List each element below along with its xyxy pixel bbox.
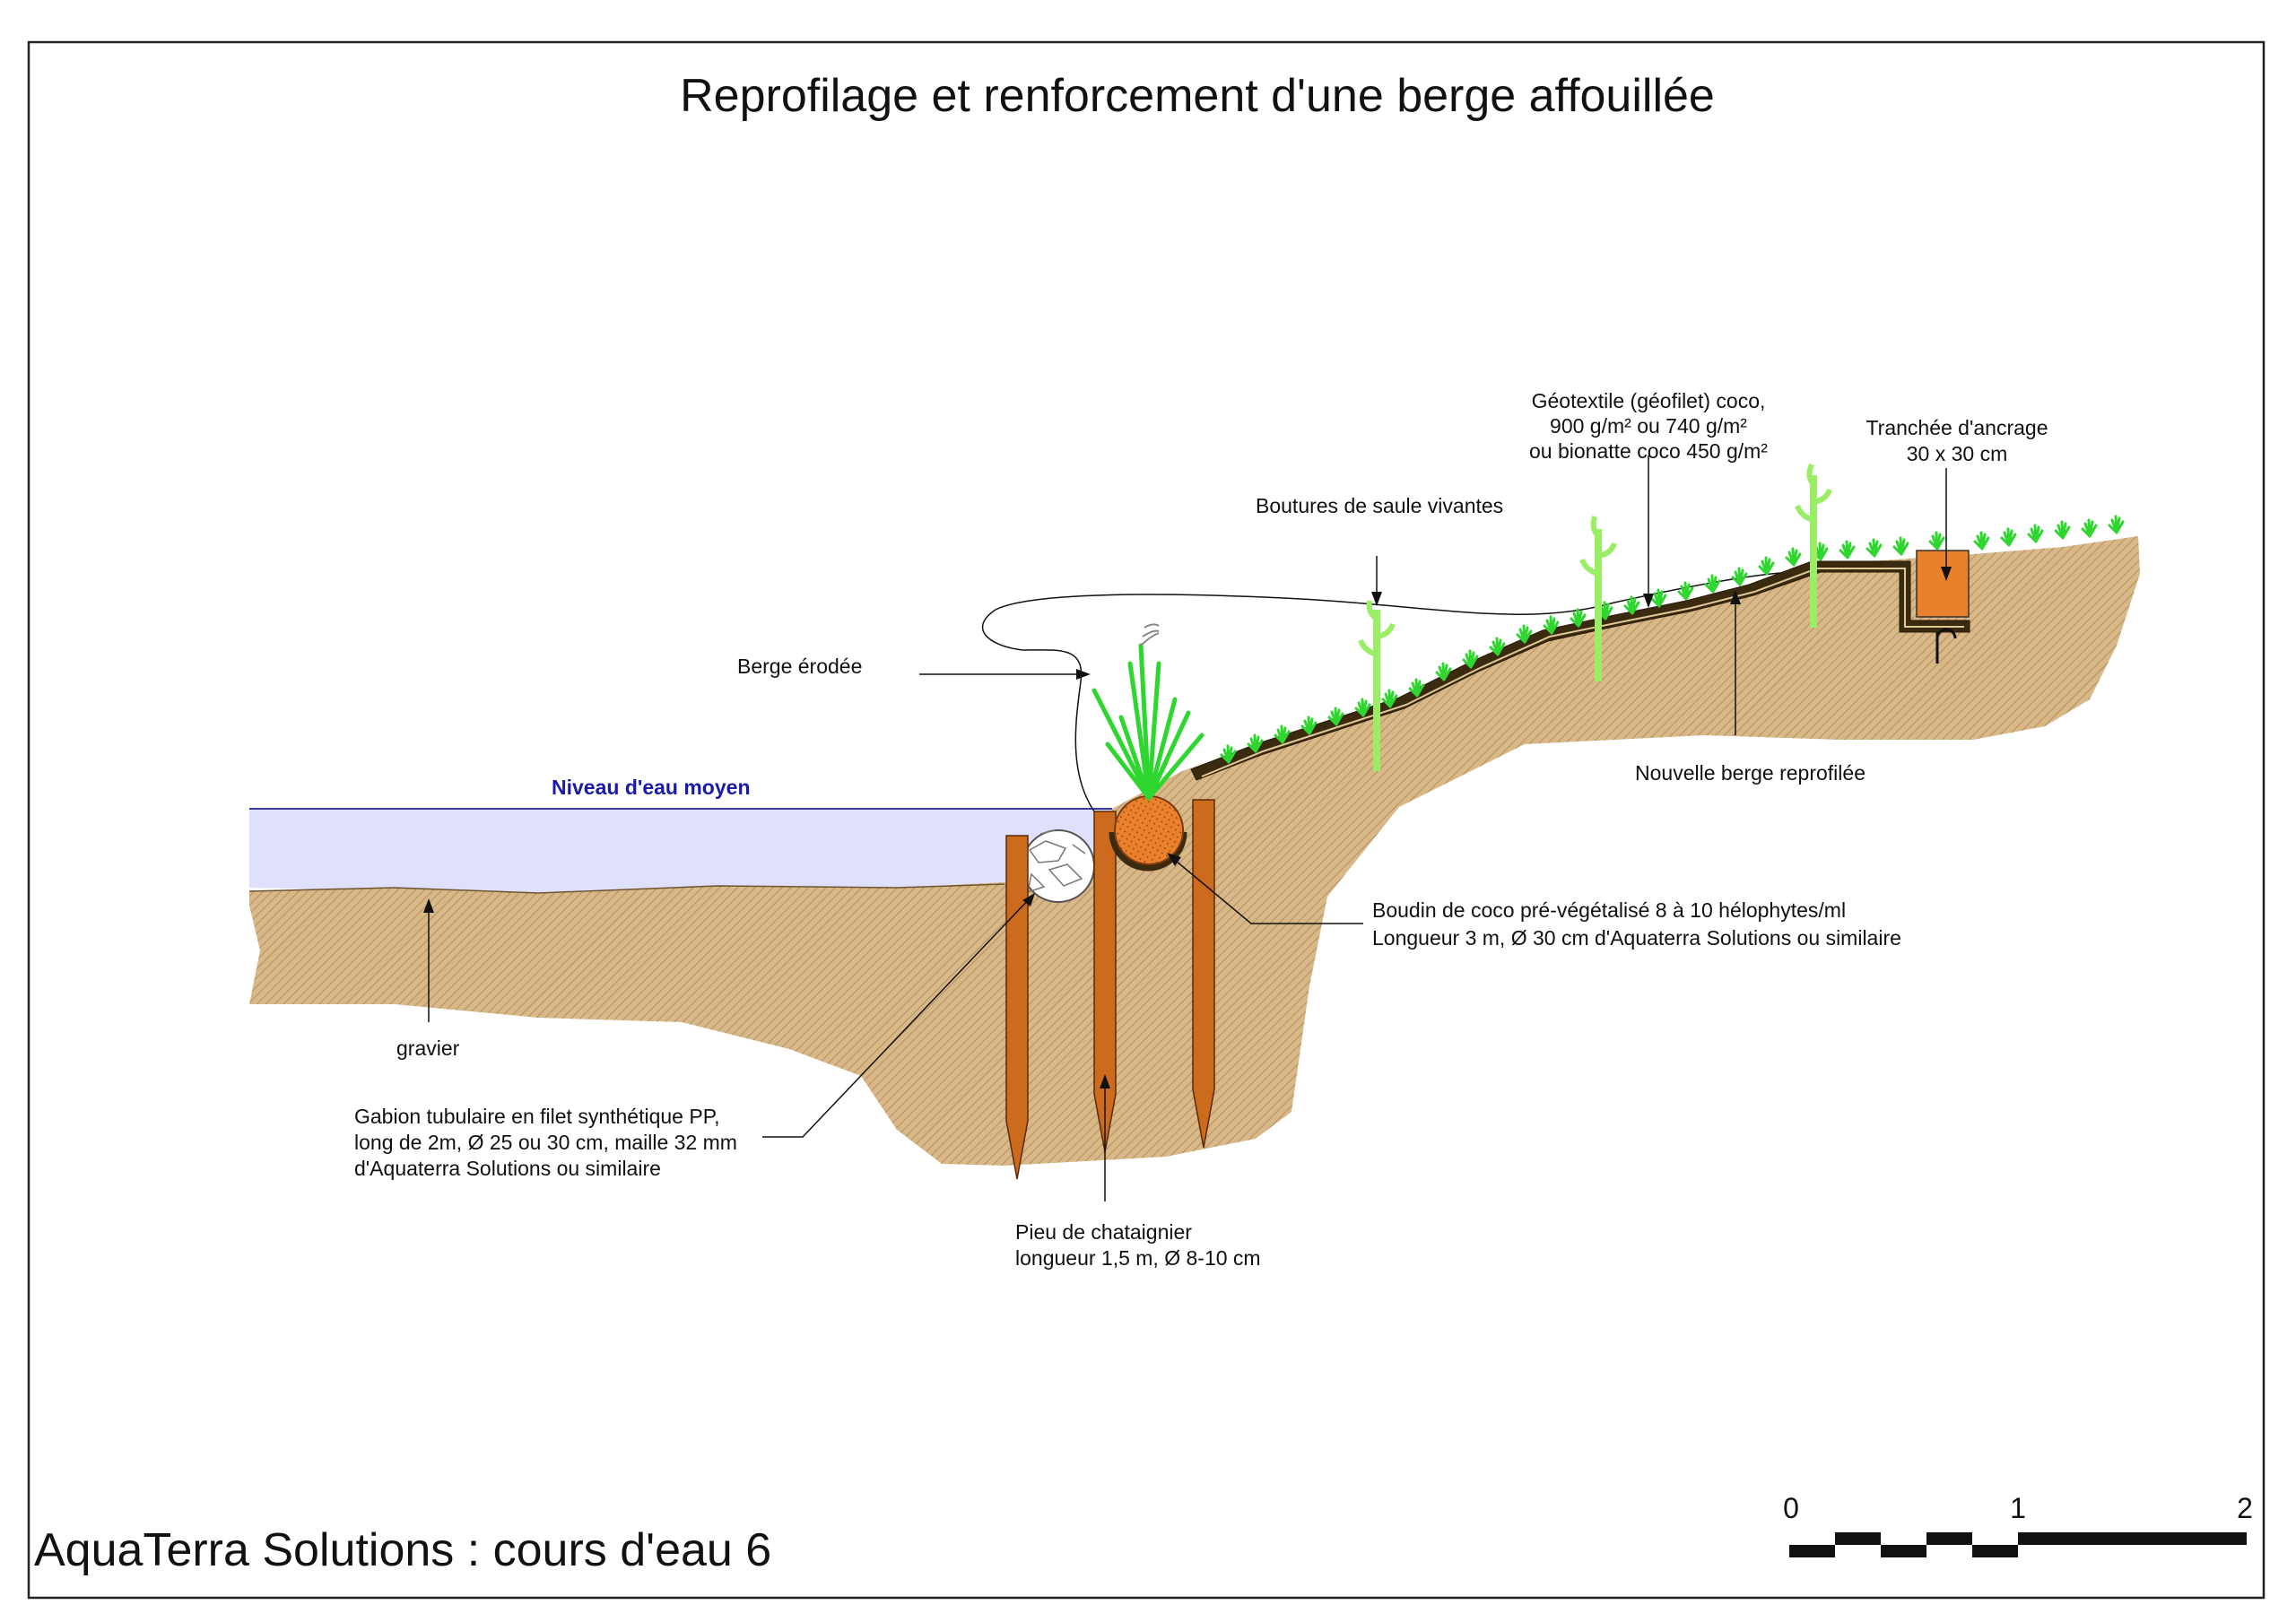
eroded-bank-label: Berge érodée: [737, 655, 862, 678]
scale-label-2: 2: [2237, 1492, 2253, 1524]
coir-roll-cradle: [1109, 831, 1187, 872]
willow-cutting-2: [1579, 516, 1617, 681]
reed-flower: [1140, 623, 1160, 646]
scale-label-1: 1: [2010, 1492, 2026, 1524]
gabion-tube: [1022, 829, 1095, 903]
svg-text:Gabion tubulaire en filet synt: Gabion tubulaire en filet synthétique PP…: [354, 1105, 719, 1128]
willow-cutting-1: [1358, 600, 1396, 771]
svg-text:Longueur 3 m, Ø 30 cm d'Aquate: Longueur 3 m, Ø 30 cm d'Aquaterra Soluti…: [1372, 926, 1901, 950]
footer-title: AquaTerra Solutions : cours d'eau 6: [34, 1524, 771, 1576]
drawing-frame: [27, 40, 2266, 1600]
svg-text:ou bionatte coco 450 g/m²: ou bionatte coco 450 g/m²: [1529, 439, 1768, 463]
gabion-leader: [762, 896, 1032, 1138]
svg-text:Boudin de coco pré-végétalisé: Boudin de coco pré-végétalisé 8 à 10 hél…: [1372, 898, 1846, 922]
willow-cutting-3: [1795, 463, 1832, 628]
anchor-trench: [1916, 550, 1970, 618]
water-body: [249, 809, 1112, 893]
scale-bar: 0 1 2: [1783, 1492, 2253, 1557]
chestnut-stake-2: [1093, 811, 1117, 1153]
stake-label: Pieu de chataignier longueur 1,5 m, Ø 8-…: [1015, 1220, 1261, 1270]
riverbed-line: [248, 883, 1005, 894]
anchor-trench-label: Tranchée d'ancrage 30 x 30 cm: [1866, 416, 2048, 465]
scale-label-0: 0: [1783, 1492, 1799, 1524]
gabion-label: Gabion tubulaire en filet synthétique PP…: [354, 1105, 737, 1180]
coir-roll: [1114, 795, 1184, 865]
chestnut-stake-1: [1005, 835, 1029, 1180]
svg-text:30 x 30 cm: 30 x 30 cm: [1907, 442, 2008, 465]
chestnut-stake-3: [1192, 799, 1215, 1149]
geotextile-label: Géotextile (géofilet) coco, 900 g/m² ou …: [1529, 389, 1768, 463]
coir-roll-leader: [1170, 855, 1363, 924]
svg-text:long de 2m, Ø 25 ou 30 cm, mai: long de 2m, Ø 25 ou 30 cm, maille 32 mm: [354, 1131, 737, 1154]
svg-text:longueur 1,5 m, Ø 8-10 cm: longueur 1,5 m, Ø 8-10 cm: [1015, 1246, 1261, 1270]
new-bank-label: Nouvelle berge reprofilée: [1635, 761, 1866, 785]
drawing-title: Reprofilage et renforcement d'une berge …: [680, 70, 1715, 122]
svg-text:Pieu de chataignier: Pieu de chataignier: [1015, 1220, 1192, 1244]
svg-text:Géotextile (géofilet) coco,: Géotextile (géofilet) coco,: [1532, 389, 1766, 412]
svg-text:Tranchée d'ancrage: Tranchée d'ancrage: [1866, 416, 2048, 439]
helophyte-plants: [1091, 643, 1205, 801]
svg-text:d'Aquaterra Solutions ou simil: d'Aquaterra Solutions ou similaire: [354, 1157, 661, 1180]
anchor-pin: [1935, 628, 1957, 664]
water-level-label: Niveau d'eau moyen: [552, 776, 751, 799]
coir-roll-label: Boudin de coco pré-végétalisé 8 à 10 hél…: [1372, 898, 1901, 950]
gravel-label: gravier: [396, 1037, 460, 1060]
svg-text:900 g/m² ou 740 g/m²: 900 g/m² ou 740 g/m²: [1550, 414, 1747, 438]
willow-cuttings-label: Boutures de saule vivantes: [1256, 494, 1503, 517]
